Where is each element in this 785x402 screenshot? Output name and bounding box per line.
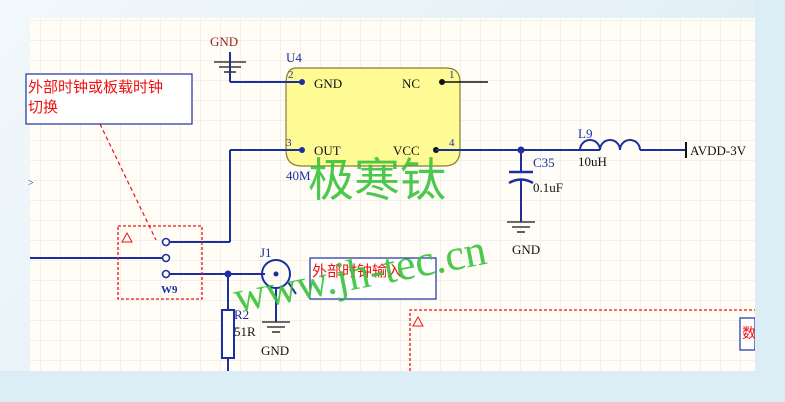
gnd-label: GND (210, 34, 238, 49)
w9-ref: W9 (161, 284, 178, 296)
u4-pin-name-gnd: GND (314, 76, 342, 91)
note-input-text: 外部时钟输入 (312, 262, 402, 280)
l9-ref: L9 (578, 126, 592, 141)
u4-oscillator[interactable]: U4 40M 2 GND 1 NC 3 OUT 4 VCC (230, 50, 488, 183)
gnd-label-j1: GND (261, 343, 289, 358)
note-switch-line1: 外部时钟或板载时钟 (28, 78, 163, 96)
power-net-label: AVDD-3V (690, 143, 747, 158)
partial-right-text: 数 (742, 326, 756, 342)
right-margin (755, 0, 785, 402)
gnd-symbol-c35: GND (507, 221, 540, 257)
u4-pin-num-3: 3 (286, 137, 292, 149)
u4-pin-name-nc: NC (402, 76, 420, 91)
gnd-label-c35: GND (512, 242, 540, 257)
u4-ref: U4 (286, 50, 302, 65)
note-switch-line2: 切换 (28, 98, 58, 116)
note-leader-line (99, 123, 157, 241)
inductor-l9[interactable]: L9 10uH (578, 126, 641, 169)
r2-value: 51R (234, 324, 256, 339)
u4-pin-name-vcc: VCC (393, 143, 420, 158)
left-edge-mark: > (28, 178, 34, 189)
note-switch: 外部时钟或板载时钟 切换 (25, 73, 193, 125)
gnd-symbol-top: GND (210, 34, 246, 82)
bottom-margin (0, 371, 785, 402)
capacitor-c35[interactable]: C35 0.1uF (508, 150, 563, 222)
gnd-symbol-j1: GND (261, 321, 290, 358)
j1-ref: J1 (260, 245, 272, 260)
c35-ref: C35 (533, 155, 555, 170)
l9-value: 10uH (578, 154, 607, 169)
u4-value: 40M (286, 168, 311, 183)
power-port-avdd: AVDD-3V (685, 142, 747, 158)
out-net (30, 150, 265, 278)
r2-ref: R2 (234, 307, 249, 322)
resistor-r2[interactable]: R2 51R (221, 274, 256, 371)
c35-value: 0.1uF (533, 180, 563, 195)
u4-pin-name-out: OUT (314, 143, 341, 158)
connector-j1[interactable]: J1 (260, 245, 297, 322)
u4-pin-num-1: 1 (449, 69, 455, 81)
jumper-w9[interactable]: W9 (117, 225, 203, 300)
watermark-line1: 极寒钛 (308, 153, 446, 207)
note-input: 外部时钟输入 (309, 257, 437, 300)
u4-pin-num-2: 2 (288, 69, 294, 81)
u4-pin-num-4: 4 (449, 137, 455, 149)
